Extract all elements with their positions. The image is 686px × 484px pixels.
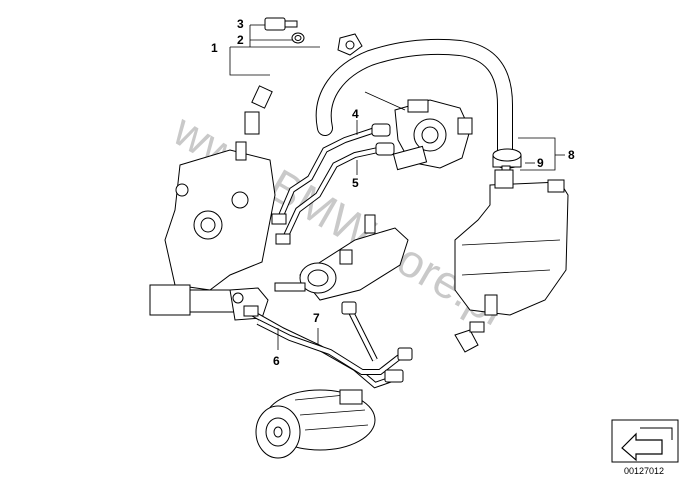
pipe-fitting (275, 233, 291, 245)
callout-7[interactable]: 7 (313, 311, 320, 325)
seal-ring[interactable] (291, 32, 305, 44)
callout-9[interactable]: 9 (537, 156, 544, 170)
callout-5[interactable]: 5 (352, 176, 359, 190)
callout-3[interactable]: 3 (237, 17, 244, 31)
callout-6[interactable]: 6 (273, 354, 280, 368)
hollow-bolt[interactable] (264, 17, 298, 31)
callout-4[interactable]: 4 (352, 107, 359, 121)
return-hose[interactable] (315, 38, 513, 158)
arrow-icon (621, 427, 673, 462)
pipe-line-4[interactable] (277, 123, 391, 220)
callout-group-1-2-3 (229, 24, 320, 76)
pipe-line-5[interactable] (282, 142, 395, 240)
leader-pump (364, 91, 406, 111)
pressure-hose-assembly[interactable] (244, 33, 363, 135)
callout-2[interactable]: 2 (237, 33, 244, 47)
callout-group-8-9 (518, 137, 565, 171)
callout-8[interactable]: 8 (568, 148, 575, 162)
fluid-reservoir[interactable] (454, 169, 569, 353)
power-steering-pump[interactable] (392, 99, 473, 171)
steering-gear-housing[interactable] (149, 141, 276, 321)
reference-number: 00127012 (624, 466, 664, 476)
hydraulic-cylinder[interactable] (274, 214, 409, 301)
reference-box (611, 419, 679, 463)
callout-1[interactable]: 1 (211, 41, 218, 55)
pipe-fitting (271, 213, 287, 225)
pipe-line-7[interactable] (256, 301, 413, 383)
compressor[interactable] (255, 389, 376, 459)
